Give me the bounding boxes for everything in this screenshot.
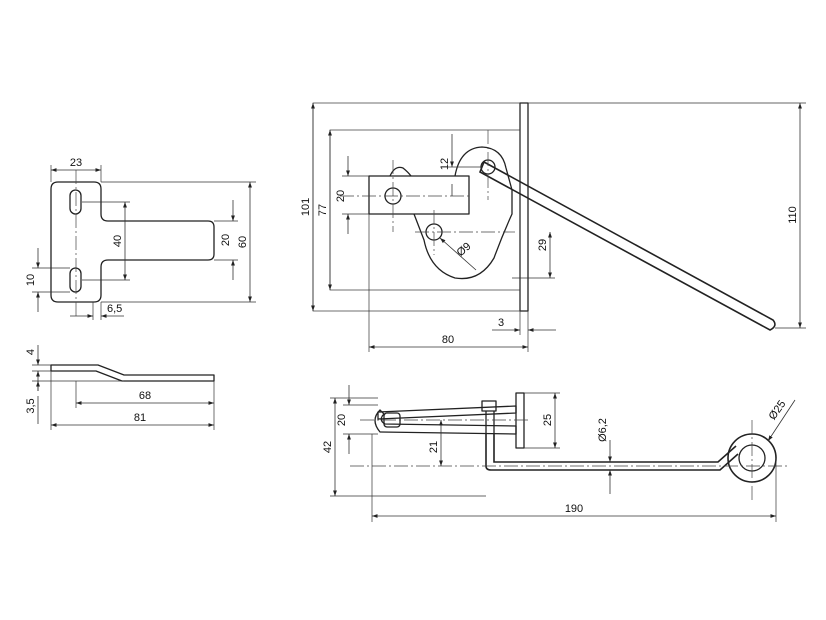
dim-slot-spacing: 40 — [112, 235, 124, 247]
dim-ring: Ø25 — [767, 398, 789, 422]
dim-front-outer: 101 — [300, 198, 312, 216]
dim-bottom-plate: 25 — [542, 414, 554, 426]
dim-front-pin: 12 — [439, 158, 451, 170]
dim-bottom-height: 42 — [322, 441, 334, 453]
dim-bottom-length: 190 — [565, 503, 583, 515]
lower-slot — [69, 267, 82, 293]
tab-plate-view: 23 60 20 40 10 6,5 — [25, 157, 256, 320]
bracket-plate — [515, 392, 525, 449]
dim-tongue-width: 20 — [220, 234, 232, 246]
dim-front-hole-height: 29 — [537, 239, 549, 251]
dim-front-width: 80 — [442, 334, 454, 346]
dim-side-total: 81 — [134, 412, 146, 424]
side-profile-view: 4 3,5 68 81 — [25, 345, 215, 430]
front-view: 101 77 20 12 Ø9 29 80 3 110 — [300, 102, 806, 352]
dim-tab-offset: 6,5 — [107, 303, 122, 315]
dim-bottom-inner: 20 — [336, 414, 348, 426]
latch-arm — [478, 160, 776, 331]
upper-slot — [69, 189, 82, 215]
dim-side-thickness: 4 — [25, 349, 37, 355]
dim-tab-width: 23 — [70, 157, 82, 169]
dim-front-inner: 77 — [317, 204, 329, 216]
dim-bottom-pivot: 21 — [428, 441, 440, 453]
dim-front-hole: Ø9 — [455, 240, 474, 259]
dim-front-total: 110 — [787, 206, 799, 224]
lever-strip — [377, 405, 517, 420]
dim-rod: Ø6,2 — [597, 418, 609, 442]
dim-side-offset: 3,5 — [25, 398, 37, 413]
dim-front-block: 20 — [335, 190, 347, 202]
mounting-plate — [519, 102, 529, 312]
dim-side-flat: 68 — [139, 390, 151, 402]
base-plate-outline — [312, 102, 521, 312]
bolt-head — [481, 400, 497, 412]
lever-channel — [374, 409, 517, 435]
tab-plate-outline — [50, 181, 215, 303]
dim-front-plate: 3 — [498, 317, 504, 329]
latch-block — [368, 175, 470, 215]
side-profile-outline — [50, 364, 215, 382]
dim-tab-height: 60 — [237, 236, 249, 248]
bottom-view: 42 20 21 25 Ø6,2 Ø25 190 — [322, 385, 796, 522]
inner-plate-outline — [329, 129, 521, 291]
dim-slot-edge: 10 — [25, 274, 37, 286]
